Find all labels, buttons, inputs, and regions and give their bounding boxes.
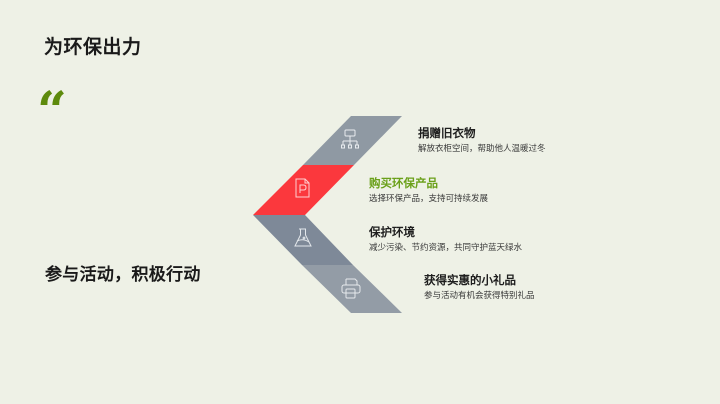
document-p-icon: [295, 178, 310, 198]
step-item-3: 保护环境 减少污染、节约资源，共同守护蓝天绿水: [369, 225, 522, 254]
step-item-1: 捐赠旧衣物 解放衣柜空间，帮助他人温暖过冬: [418, 126, 546, 155]
quote-mark-icon: “: [37, 81, 67, 142]
flask-icon: [294, 228, 312, 247]
step-desc: 选择环保产品，支持可持续发展: [369, 194, 489, 204]
step-desc: 减少污染、节约资源，共同守护蓝天绿水: [369, 243, 523, 253]
step-desc: 解放衣柜空间，帮助他人温暖过冬: [418, 144, 546, 154]
step-title: 捐赠旧衣物: [418, 126, 476, 140]
step-item-2: 购买环保产品 选择环保产品，支持可持续发展: [369, 176, 488, 205]
page-title: 为环保出力: [44, 36, 142, 58]
step-desc: 参与活动有机会获得特别礼品: [424, 291, 535, 301]
step-title: 获得实惠的小礼品: [424, 273, 516, 287]
step-item-4: 获得实惠的小礼品 参与活动有机会获得特别礼品: [424, 273, 535, 302]
slogan-text: 参与活动，积极行动: [45, 265, 201, 285]
hierarchy-icon: [341, 129, 359, 149]
step-title: 保护环境: [369, 225, 415, 239]
step-title: 购买环保产品: [369, 176, 438, 190]
printer-icon: [341, 278, 361, 299]
